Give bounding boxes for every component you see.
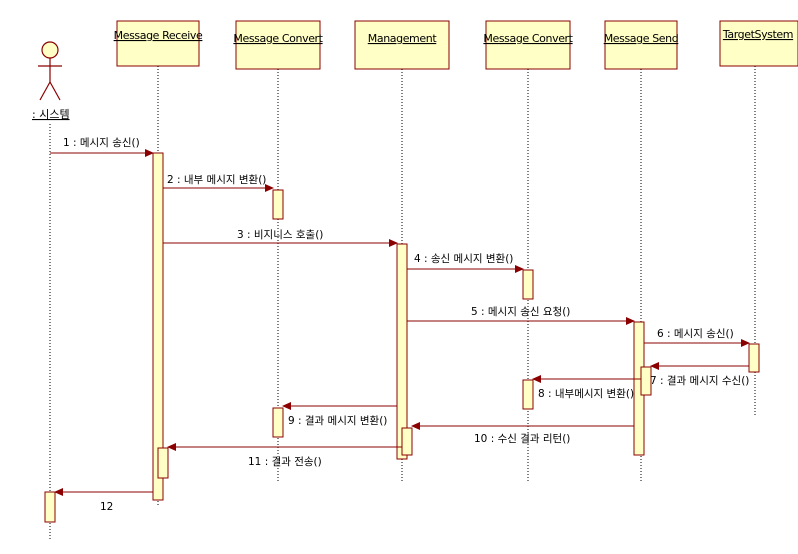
actor-label: : 시스템 [32, 108, 70, 121]
activation-message-receive [152, 152, 164, 501]
object-label: Message Send [604, 32, 679, 45]
object-target-system: TargetSystem [719, 20, 798, 67]
activation-management [396, 243, 408, 460]
message-label-1: 1 : 메시지 송신() [63, 137, 140, 149]
activation-actor [44, 491, 56, 523]
activation-convert-2-a [522, 269, 534, 300]
activation-convert-1-b [272, 407, 284, 438]
actor-system: : 시스템 [32, 41, 70, 121]
activation-bars [44, 152, 760, 523]
object-label: Message Receive [114, 29, 203, 42]
actor-head [41, 41, 59, 59]
message-label-9: 9 : 결과 메시지 변환() [288, 415, 387, 427]
message-label-3: 3 : 비지니스 호출() [237, 229, 323, 241]
message-label-4: 4 : 송신 메시지 변환() [414, 253, 513, 265]
object-label: TargetSystem [722, 28, 793, 41]
object-message-convert-2: Message Convert [483, 20, 574, 70]
object-label: Message Convert [483, 32, 573, 45]
message-label-6: 6 : 메시지 송신() [657, 328, 734, 340]
message-label-12: 12 [100, 501, 113, 513]
message-labels: 1 : 메시지 송신() 2 : 내부 메시지 변환() 3 : 비지니스 호출… [63, 137, 749, 513]
object-message-convert-1: Message Convert [233, 20, 324, 70]
activation-target-system [748, 343, 760, 373]
message-label-7: 7 : 결과 메시지 수신() [650, 375, 749, 387]
object-label: Management [368, 32, 438, 45]
activation-message-send-2 [640, 366, 652, 396]
message-label-11: 11 : 결과 전송() [248, 456, 322, 468]
activation-management-2 [401, 427, 413, 456]
message-label-2: 2 : 내부 메시지 변환() [167, 174, 266, 186]
message-label-10: 10 : 수신 결과 리턴() [474, 433, 570, 445]
object-management: Management [354, 20, 450, 70]
message-label-8: 8 : 내부메시지 변환() [538, 388, 634, 400]
message-arrows [50, 149, 750, 496]
activation-message-receive-2 [157, 447, 169, 479]
object-message-receive: Message Receive [114, 20, 203, 67]
activation-convert-2-b [522, 379, 534, 410]
message-label-5: 5 : 메시지 송신 요청() [471, 306, 570, 318]
object-label: Message Convert [233, 32, 323, 45]
activation-convert-1-a [272, 189, 284, 220]
object-message-send: Message Send [604, 20, 679, 70]
